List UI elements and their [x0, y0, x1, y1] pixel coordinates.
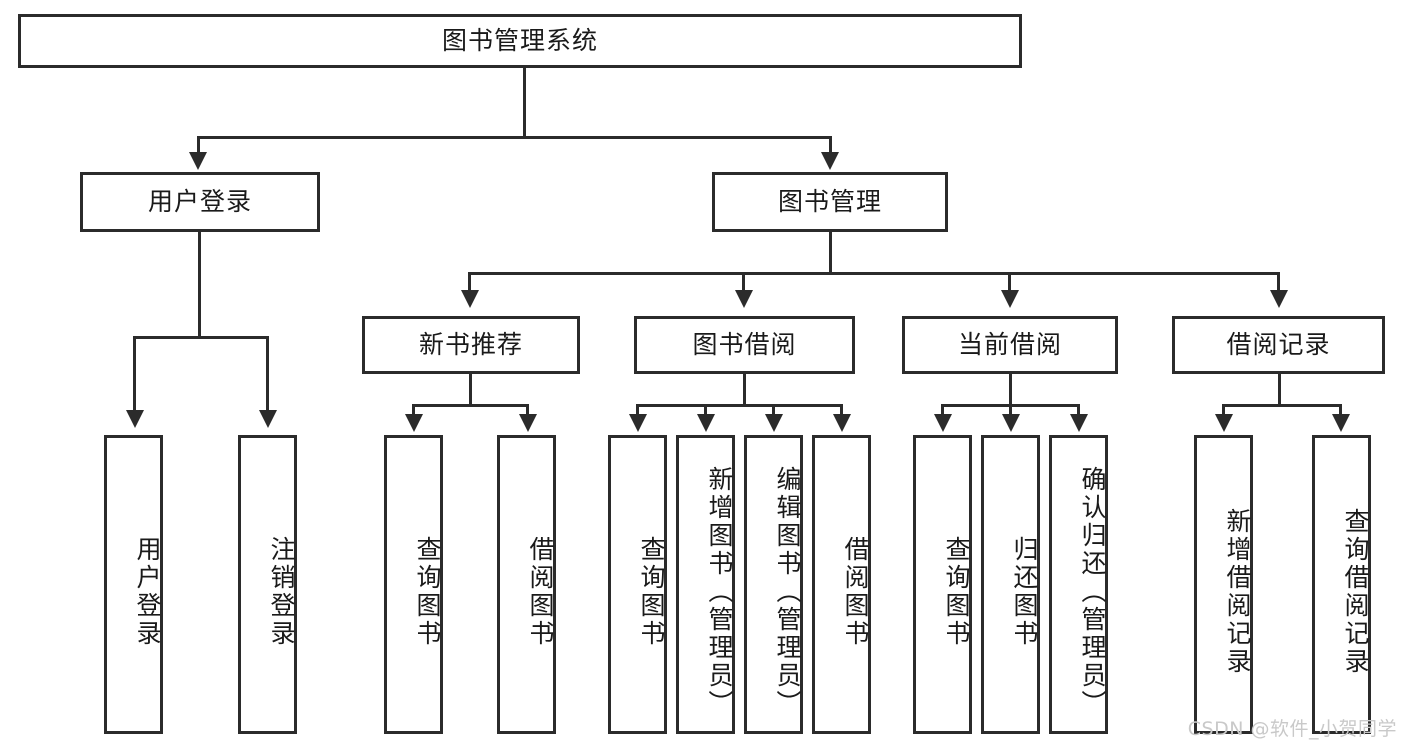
edge-book-borrow-drop-1 [636, 404, 639, 418]
edge-borrow-record-drop-1 [1222, 404, 1225, 418]
node-book-manage[interactable]: 图书管理 [712, 172, 948, 232]
edge-borrow-record-drop-2 [1339, 404, 1342, 418]
edge-new-book-bus [412, 404, 529, 407]
leaf-label: 归还图书 [1010, 535, 1039, 648]
edge-new-book-stem [469, 374, 472, 406]
edge-current-borrow-drop-1 [941, 404, 944, 418]
edge-user-login-drop-1 [133, 336, 136, 414]
leaf-label: 借阅图书 [526, 535, 555, 648]
edge-book-borrow-drop-2 [704, 404, 707, 418]
arrow-book-borrow-leaf-2 [697, 414, 715, 432]
leaf-label: 编辑图书（管理员） [773, 465, 802, 718]
leaf-label: 新增借阅记录 [1223, 507, 1252, 676]
edge-new-book-drop-2 [526, 404, 529, 418]
node-book-borrow[interactable]: 图书借阅 [634, 316, 855, 374]
node-label: 用户登录 [147, 187, 252, 216]
arrow-to-current-borrow [1001, 290, 1019, 308]
leaf-label: 查询图书 [413, 535, 442, 648]
edge-book-borrow-bus [636, 404, 843, 407]
watermark-text: CSDN @软件_小贺同学 [1187, 718, 1397, 740]
arrow-book-borrow-leaf-3 [765, 414, 783, 432]
leaf-borrow-record-query-record[interactable]: 查询借阅记录 [1312, 435, 1371, 734]
leaf-label: 查询图书 [637, 535, 666, 648]
edge-borrow-record-bus [1222, 404, 1342, 407]
node-label: 当前借阅 [957, 330, 1062, 359]
arrow-to-user-login [189, 152, 207, 170]
node-current-borrow[interactable]: 当前借阅 [902, 316, 1118, 374]
leaf-current-borrow-query-book[interactable]: 查询图书 [913, 435, 972, 734]
edge-root-bus [197, 136, 832, 139]
leaf-current-borrow-confirm-return-admin[interactable]: 确认归还（管理员） [1049, 435, 1108, 734]
edge-book-manage-drop-4 [1277, 272, 1280, 294]
arrow-borrow-record-leaf-2 [1332, 414, 1350, 432]
edge-user-login-bus [133, 336, 268, 339]
edge-user-login-stem [198, 232, 201, 338]
node-root-system[interactable]: 图书管理系统 [18, 14, 1022, 68]
edge-root-to-book-manage [829, 136, 832, 156]
edge-book-manage-bus [468, 272, 1280, 275]
leaf-label: 查询图书 [942, 535, 971, 648]
edge-book-borrow-drop-4 [840, 404, 843, 418]
arrow-book-borrow-leaf-4 [833, 414, 851, 432]
leaf-label: 查询借阅记录 [1341, 507, 1370, 676]
arrow-current-borrow-leaf-1 [934, 414, 952, 432]
arrow-new-book-leaf-1 [405, 414, 423, 432]
edge-user-login-drop-2 [266, 336, 269, 414]
leaf-label: 注销登录 [267, 535, 296, 648]
leaf-label: 用户登录 [133, 535, 162, 648]
arrow-current-borrow-leaf-2 [1002, 414, 1020, 432]
leaf-book-borrow-borrow-book[interactable]: 借阅图书 [812, 435, 871, 734]
leaf-new-book-borrow-book[interactable]: 借阅图书 [497, 435, 556, 734]
leaf-label: 确认归还（管理员） [1078, 465, 1107, 718]
arrow-book-borrow-leaf-1 [629, 414, 647, 432]
node-label: 图书管理系统 [441, 26, 598, 55]
leaf-user-login-logout[interactable]: 注销登录 [238, 435, 297, 734]
arrow-to-new-book-recommend [461, 290, 479, 308]
arrow-to-borrow-record [1270, 290, 1288, 308]
node-label: 图书借阅 [692, 330, 797, 359]
arrow-user-login-leaf-2 [259, 410, 277, 428]
edge-current-borrow-drop-2 [1009, 404, 1012, 418]
edge-book-manage-stem [829, 232, 832, 274]
leaf-label: 借阅图书 [841, 535, 870, 648]
arrow-user-login-leaf-1 [126, 410, 144, 428]
leaf-user-login-login[interactable]: 用户登录 [104, 435, 163, 734]
arrow-current-borrow-leaf-3 [1070, 414, 1088, 432]
edge-root-stem [523, 68, 526, 138]
leaf-book-borrow-add-book-admin[interactable]: 新增图书（管理员） [676, 435, 735, 734]
edge-book-manage-drop-2 [742, 272, 745, 294]
node-new-book-recommend[interactable]: 新书推荐 [362, 316, 580, 374]
leaf-new-book-query-book[interactable]: 查询图书 [384, 435, 443, 734]
edge-book-manage-drop-1 [468, 272, 471, 294]
node-label: 借阅记录 [1226, 330, 1331, 359]
edge-root-to-user-login [197, 136, 200, 156]
arrow-new-book-leaf-2 [519, 414, 537, 432]
leaf-book-borrow-edit-book-admin[interactable]: 编辑图书（管理员） [744, 435, 803, 734]
leaf-current-borrow-return-book[interactable]: 归还图书 [981, 435, 1040, 734]
arrow-borrow-record-leaf-1 [1215, 414, 1233, 432]
edge-borrow-record-stem [1278, 374, 1281, 406]
node-user-login[interactable]: 用户登录 [80, 172, 320, 232]
leaf-book-borrow-query-book[interactable]: 查询图书 [608, 435, 667, 734]
arrow-to-book-manage [821, 152, 839, 170]
edge-new-book-drop-1 [412, 404, 415, 418]
node-label: 图书管理 [777, 187, 882, 216]
leaf-borrow-record-add-record[interactable]: 新增借阅记录 [1194, 435, 1253, 734]
edge-current-borrow-drop-3 [1077, 404, 1080, 418]
edge-book-borrow-drop-3 [772, 404, 775, 418]
edge-book-manage-drop-3 [1008, 272, 1011, 294]
leaf-label: 新增图书（管理员） [705, 465, 734, 718]
node-label: 新书推荐 [418, 330, 523, 359]
node-borrow-record[interactable]: 借阅记录 [1172, 316, 1385, 374]
edge-book-borrow-stem [743, 374, 746, 406]
edge-current-borrow-stem [1009, 374, 1012, 406]
arrow-to-book-borrow [735, 290, 753, 308]
